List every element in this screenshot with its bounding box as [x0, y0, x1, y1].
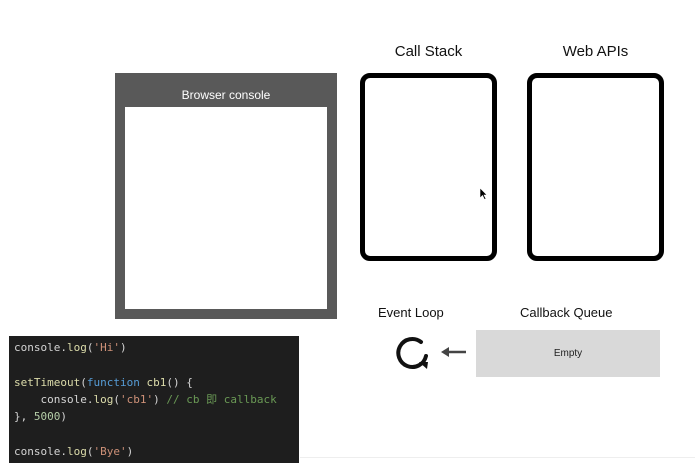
browser-console-output: [125, 107, 327, 309]
arrow-left-icon: [441, 347, 466, 357]
call-stack-title: Call Stack: [394, 43, 463, 60]
callback-queue-box: Empty: [476, 330, 660, 377]
refresh-icon: [396, 337, 428, 369]
callback-queue-title: Callback Queue: [520, 305, 613, 320]
code-editor: console.log('Hi') setTimeout(function cb…: [9, 336, 299, 463]
code-line-6: [14, 425, 299, 442]
code-line-3: setTimeout(function cb1() {: [14, 375, 193, 389]
event-loop-label: Event Loop: [378, 305, 444, 320]
code-line-7: console.log('Bye'): [14, 444, 134, 458]
code-line-2: [14, 356, 299, 373]
divider: [300, 457, 695, 458]
call-stack-box: [360, 73, 497, 261]
browser-console-title: Browser console: [181, 88, 271, 102]
web-apis-title: Web APIs: [562, 43, 629, 60]
code-line-4: console.log('cb1') // cb 即 callback: [40, 392, 277, 406]
code-line-1: console.log('Hi'): [14, 341, 127, 354]
callback-queue-content: Empty: [553, 348, 583, 359]
mouse-pointer-icon: [480, 188, 488, 200]
web-apis-box: [527, 73, 664, 261]
code-line-5: }, 5000): [14, 410, 67, 424]
browser-console-panel: Browser console: [115, 73, 337, 319]
